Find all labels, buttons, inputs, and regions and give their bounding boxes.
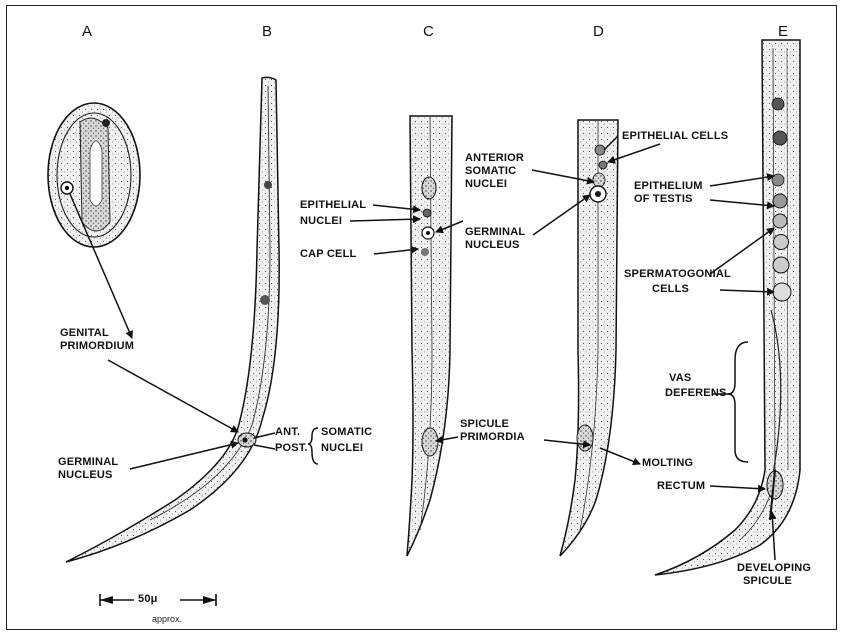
scale-bar-note: approx.: [152, 614, 182, 624]
panel-label-b: B: [262, 23, 272, 40]
label-epithelial-cells: EPITHELIAL CELLS: [622, 130, 728, 143]
scale-bar: [100, 592, 216, 606]
panel-d-larva: [560, 120, 618, 556]
label-molting: MOLTING: [642, 457, 693, 470]
panel-a-egg: [48, 103, 140, 247]
panel-label-d: D: [593, 23, 604, 40]
label-ant: ANT.: [275, 426, 300, 439]
panel-e-male: [655, 40, 800, 575]
panel-label-e: E: [778, 23, 788, 40]
scale-bar-value: 50μ: [138, 593, 158, 606]
panel-label-c: C: [423, 23, 434, 40]
panel-c-larva: [407, 116, 452, 556]
label-rectum: RECTUM: [657, 480, 705, 493]
label-cap-cell: CAP CELL: [300, 248, 356, 261]
panel-label-a: A: [82, 23, 92, 40]
label-post: POST.: [275, 442, 308, 455]
